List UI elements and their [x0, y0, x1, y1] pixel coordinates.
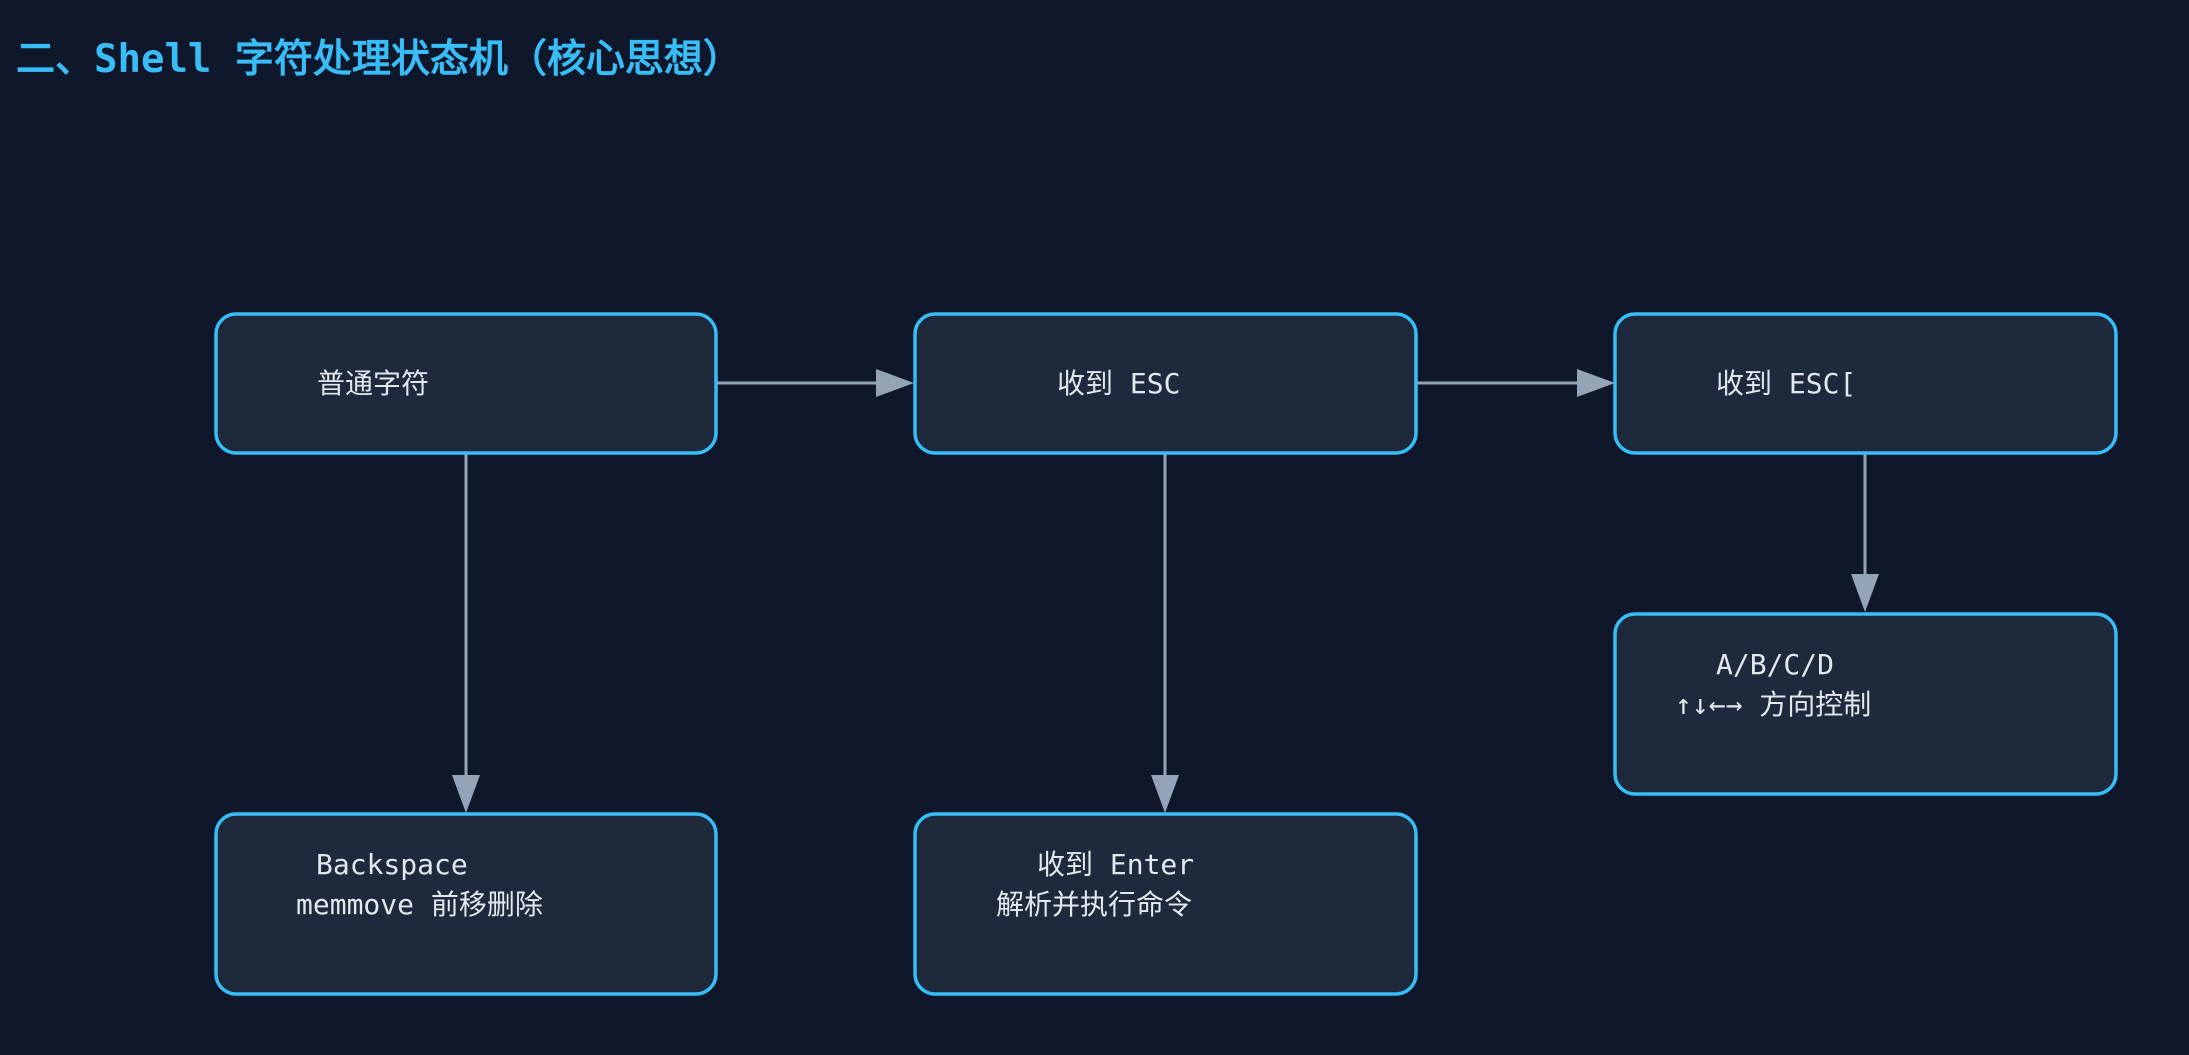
edge-esc-bracket-to-arrow-keys: [1851, 453, 1879, 612]
node-recv-esc: 收到 ESC: [913, 312, 1418, 455]
edge-esc-to-enter: [1151, 453, 1179, 813]
node-label: 收到 ESC[: [1716, 367, 1856, 400]
node-label: 收到 ESC: [1057, 367, 1180, 400]
node-arrow-keys: A/B/C/D ↑↓←→ 方向控制: [1613, 612, 2118, 796]
node-label-line1: 收到 Enter: [1037, 848, 1194, 881]
node-label-line1: A/B/C/D: [1716, 648, 1834, 681]
node-backspace: Backspace memmove 前移删除: [214, 812, 718, 996]
node-label-line2: ↑↓←→ 方向控制: [1675, 688, 1871, 721]
page-title: 二、Shell 字符处理状态机（核心思想）: [16, 37, 742, 82]
arrowhead-icon: [1151, 775, 1179, 813]
node-label-line2: 解析并执行命令: [996, 888, 1192, 921]
node-recv-esc-bracket: 收到 ESC[: [1613, 312, 2118, 455]
node-label: 普通字符: [317, 367, 429, 400]
node-label-line1: Backspace: [316, 848, 468, 881]
edge-normal-to-esc: [716, 369, 914, 397]
arrowhead-icon: [1577, 369, 1615, 397]
node-normal-char: 普通字符: [214, 312, 718, 455]
node-label-line2: memmove 前移删除: [296, 888, 543, 921]
edge-normal-to-backspace: [452, 453, 480, 813]
arrowhead-icon: [1851, 574, 1879, 612]
node-recv-enter: 收到 Enter 解析并执行命令: [913, 812, 1418, 996]
arrowhead-icon: [876, 369, 914, 397]
arrowhead-icon: [452, 775, 480, 813]
edge-esc-to-esc-bracket: [1416, 369, 1615, 397]
